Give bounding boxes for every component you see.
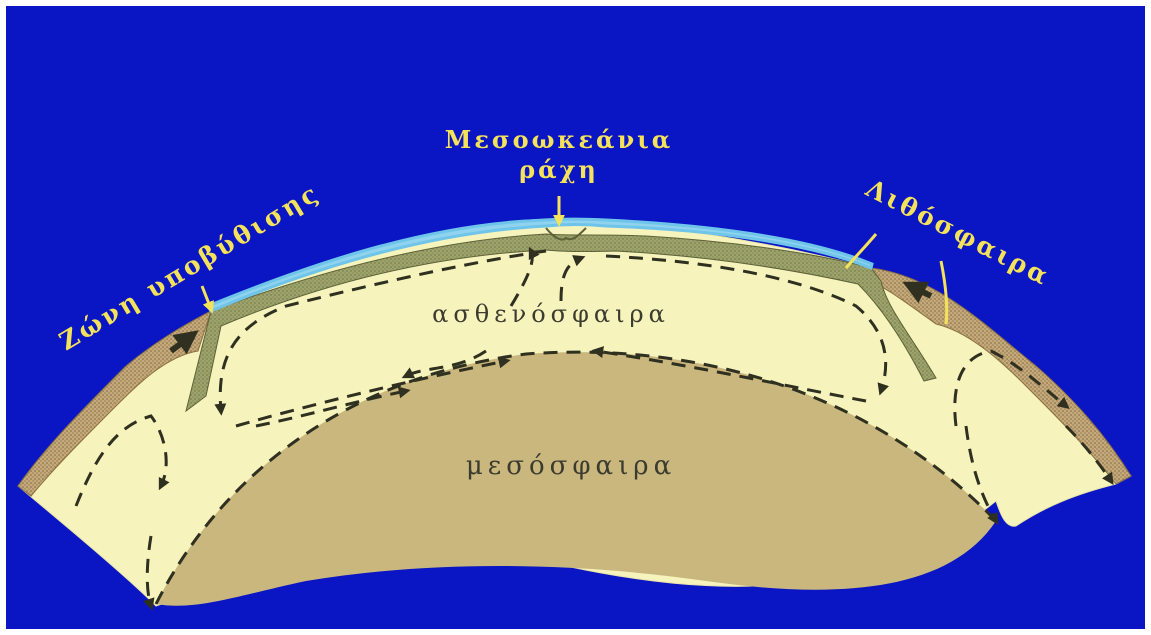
earth-section-diagram: Ζώνη υποβύθισης Μεσοωκεάνια ράχη Λιθόσφα… — [6, 6, 1145, 629]
mesosphere-label: μεσόσφαιρα — [466, 451, 676, 481]
ridge-label-line1: Μεσοωκεάνια — [445, 125, 674, 154]
diagram-slide: Ζώνη υποβύθισης Μεσοωκεάνια ράχη Λιθόσφα… — [6, 6, 1145, 629]
asthenosphere-label: ασθενόσφαιρα — [432, 300, 670, 328]
ridge-label-line2: ράχη — [519, 155, 599, 184]
